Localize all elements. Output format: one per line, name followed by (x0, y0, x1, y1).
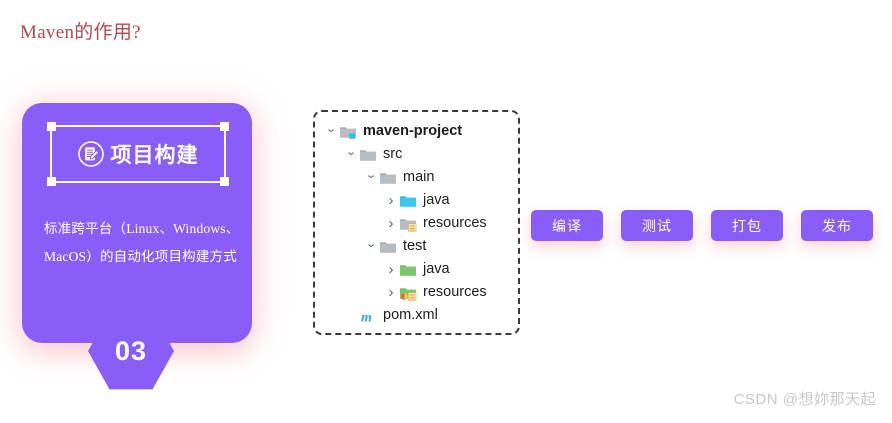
tree-node-label: test (403, 238, 427, 255)
chevron-down-icon[interactable]: ⌄ (365, 238, 377, 250)
tree-node-label: maven-project (363, 123, 463, 140)
folder-module-icon (340, 126, 356, 139)
tree-node-resources[interactable]: › resources (315, 281, 518, 304)
action-button-测试[interactable]: 测试 (621, 210, 693, 241)
step-number-text: 03 (114, 335, 148, 366)
chevron-right-icon[interactable]: › (388, 261, 394, 278)
csdn-watermark: CSDN @想妳那天起 (733, 391, 876, 408)
tree-node-resources[interactable]: › resources (315, 212, 518, 235)
card-header-content: 项目构建 (52, 127, 224, 181)
tree-node-label: resources (423, 215, 487, 232)
card-header-frame: 项目构建 (47, 122, 229, 186)
folder-gray-icon (380, 241, 396, 253)
feature-card: 项目构建 标准跨平台（Linux、Windows、MacOS）的自动化项目构建方… (22, 103, 252, 343)
file-tree-panel: ⌄ maven-project ⌄ src ⌄ main › java › resources ⌄ t… (313, 110, 520, 335)
card-title: 项目构建 (110, 144, 199, 167)
tree-node-label: java (423, 192, 450, 209)
tree-node-test[interactable]: ⌄ test (315, 235, 518, 258)
tree-node-maven-project[interactable]: ⌄ maven-project (315, 120, 518, 143)
chevron-right-icon[interactable]: › (388, 215, 394, 232)
tree-node-label: resources (423, 284, 487, 301)
action-button-编译[interactable]: 编译 (531, 210, 603, 241)
tree-node-label: main (403, 169, 435, 186)
folder-test-resources-icon (400, 287, 417, 301)
document-pen-icon (77, 141, 104, 167)
tree-node-label: src (383, 146, 403, 163)
folder-green-icon (400, 264, 416, 276)
chevron-down-icon[interactable]: ⌄ (345, 146, 357, 158)
svg-text:m: m (361, 310, 372, 323)
card-description: 标准跨平台（Linux、Windows、MacOS）的自动化项目构建方式 (44, 221, 240, 265)
frame-corner-bottom-right (220, 177, 229, 186)
action-button-发布[interactable]: 发布 (801, 210, 873, 241)
chevron-right-icon[interactable]: › (388, 192, 394, 209)
chevron-down-icon[interactable]: ⌄ (325, 123, 337, 135)
folder-resources-icon (400, 218, 417, 232)
maven-file-icon: m (361, 310, 372, 323)
tree-node-label: pom.xml (383, 307, 438, 324)
tree-node-main[interactable]: ⌄ main (315, 166, 518, 189)
tree-node-src[interactable]: ⌄ src (315, 143, 518, 166)
folder-cyan-icon (400, 195, 416, 207)
folder-gray-icon (360, 149, 376, 161)
file-tree: ⌄ maven-project ⌄ src ⌄ main › java › resources ⌄ t… (315, 120, 518, 327)
tree-node-pom-xml[interactable]: m pom.xml (315, 304, 518, 327)
tree-node-label: java (423, 261, 450, 278)
frame-corner-top-left (47, 122, 56, 131)
build-lifecycle-buttons: 编译测试打包发布 (531, 210, 873, 241)
chevron-right-icon[interactable]: › (388, 284, 394, 301)
action-button-打包[interactable]: 打包 (711, 210, 783, 241)
frame-corner-top-right (220, 122, 229, 131)
tree-node-java[interactable]: › java (315, 189, 518, 212)
frame-corner-bottom-left (47, 177, 56, 186)
chevron-down-icon[interactable]: ⌄ (365, 169, 377, 181)
folder-gray-icon (380, 172, 396, 184)
page-title: Maven的作用? (20, 22, 141, 43)
tree-node-java[interactable]: › java (315, 258, 518, 281)
